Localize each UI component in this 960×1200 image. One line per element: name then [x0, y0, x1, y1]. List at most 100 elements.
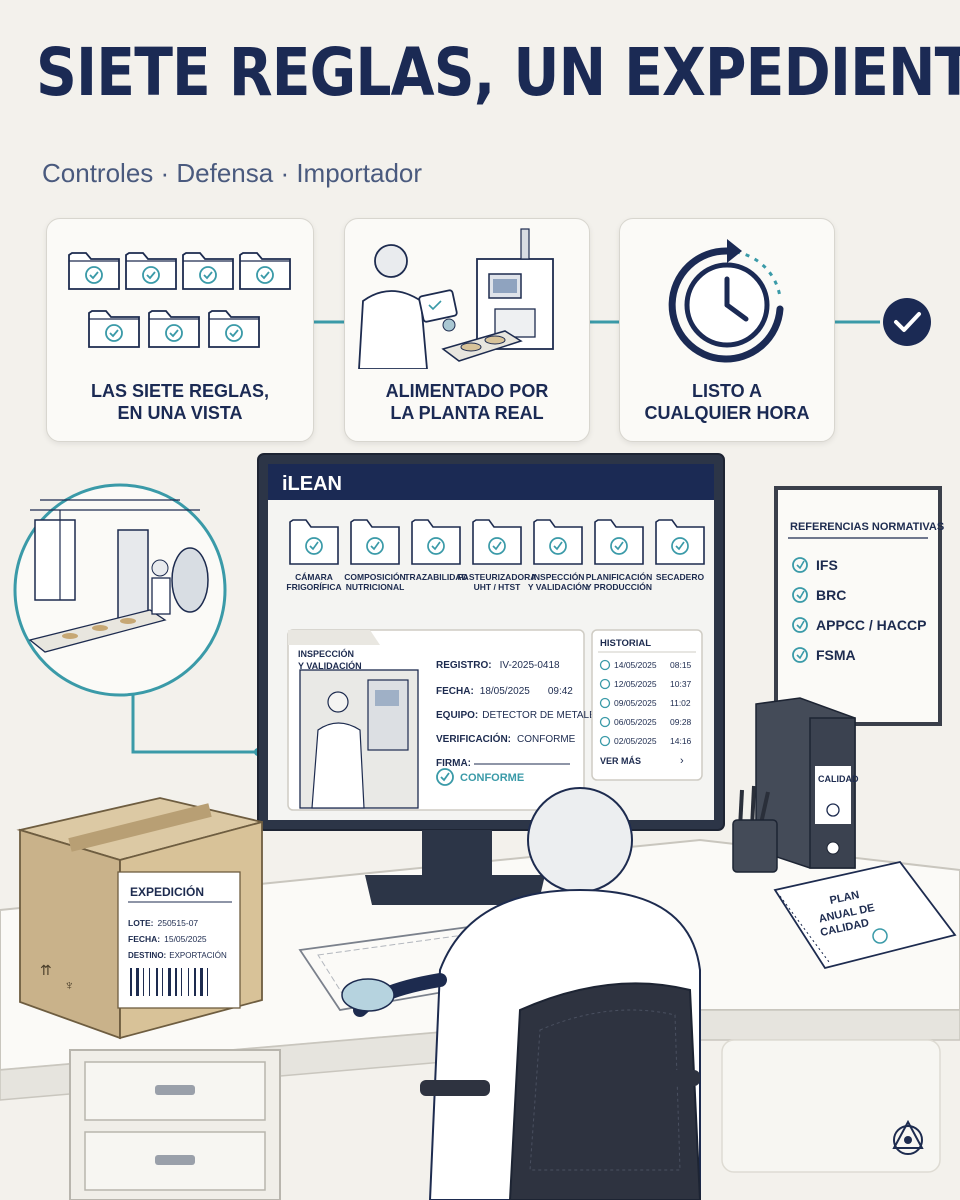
referencia-label: APPCC / HACCP: [816, 617, 926, 633]
folder-label-2: FRIGORÍFICA: [286, 582, 341, 592]
referencia-item: BRC: [792, 587, 846, 603]
final-check-icon: [883, 298, 931, 346]
check-icon: [599, 735, 611, 747]
check-icon: [599, 697, 611, 709]
record-tab-label: INSPECCIÓN: [298, 648, 354, 659]
check-icon: [792, 617, 808, 633]
referencias-board: REFERENCIAS NORMATIVAS IFS BRC APPCC / HAC…: [774, 486, 944, 726]
registro-value: IV-2025-0418: [500, 660, 560, 671]
box-fecha-label: FECHA:: [128, 934, 160, 944]
box-fecha-value: 15/05/2025: [164, 934, 207, 944]
check-icon: [488, 537, 506, 555]
check-icon: [599, 678, 611, 690]
referencias-title: REFERENCIAS NORMATIVAS: [790, 521, 944, 533]
check-icon: [792, 587, 808, 603]
brand-logo-icon: [892, 1119, 924, 1155]
check-icon: [427, 537, 445, 555]
historial-time: 09:28: [670, 717, 692, 727]
folders-grid-icon: [68, 252, 291, 348]
card-connectors: [313, 298, 931, 346]
lote-value: 250515-07: [158, 918, 199, 928]
check-icon: [599, 659, 611, 671]
destino-value: EXPORTACIÓN: [169, 951, 227, 960]
ver-mas-link[interactable]: VER MÁS: [600, 756, 641, 766]
check-icon: [792, 557, 808, 573]
folder-label: COMPOSICIÓN: [344, 571, 405, 582]
empty-card: [721, 1039, 941, 1173]
card-any-time: LISTO A CUALQUIER HORA: [619, 218, 835, 442]
office-chair: [420, 982, 702, 1200]
card-label: LAS SIETE REGLAS, EN UNA VISTA: [90, 381, 270, 424]
equipo-label: EQUIPO:: [436, 710, 478, 721]
binder: CALIDAD: [755, 697, 859, 869]
historial-time: 11:02: [670, 698, 691, 708]
barcode-icon: [130, 968, 208, 996]
chevron-right-icon[interactable]: ›: [680, 755, 684, 767]
page-title: SIETE REGLAS, UN EXPEDIENTE: [36, 34, 960, 111]
historial-date: 02/05/2025: [614, 736, 657, 746]
check-icon: [599, 716, 611, 728]
folder-label-2: Y VALIDACIÓN: [528, 581, 588, 592]
monitor-folder[interactable]: TRAZABILIDAD: [404, 519, 468, 582]
referencia-item: APPCC / HACCP: [792, 617, 926, 633]
card-label: ALIMENTADO POR LA PLANTA REAL: [385, 381, 549, 424]
referencia-label: BRC: [816, 587, 846, 603]
svg-text:DESTINO:EXPORTACIÓN: DESTINO:EXPORTACIÓN: [128, 951, 227, 960]
workspace-illustration: iLEAN CÁMARAFRIGORÍFICACOMPOSICIÓNNUTRIC…: [0, 453, 960, 1200]
lote-label: LOTE:: [128, 918, 154, 928]
referencia-item: IFS: [792, 557, 838, 573]
pen-cup: [732, 785, 778, 873]
operator-machine-illustration: [358, 228, 554, 369]
folder-label-2: UHT / HTST: [474, 582, 522, 592]
folder-label: INSPECCIÓN: [532, 571, 585, 582]
referencia-label: FSMA: [816, 647, 856, 663]
historial-title: HISTORIAL: [600, 638, 651, 649]
historial-date: 06/05/2025: [614, 717, 657, 727]
check-icon: [305, 537, 323, 555]
historial-time: 10:37: [670, 679, 692, 689]
record-tab-label-2: Y VALIDACIÓN: [298, 660, 362, 671]
folder-label: TRAZABILIDAD: [404, 572, 467, 582]
svg-text:FECHA:15/05/2025: FECHA: 15/05/2025: [128, 934, 207, 944]
referencia-label: IFS: [816, 557, 838, 573]
status-badge: CONFORME: [460, 772, 524, 784]
svg-text:VERIFICACIÓN:CONFORME: VERIFICACIÓN:CONFORME: [436, 732, 576, 745]
record-photo: [299, 669, 419, 809]
folder-label: PASTEURIZADORA: [458, 572, 537, 582]
check-icon: [366, 537, 384, 555]
historial-date: 12/05/2025: [614, 679, 657, 689]
fecha-label: FECHA:: [436, 686, 474, 697]
card-seven-rules: LAS SIETE REGLAS, EN UNA VISTA: [46, 218, 314, 442]
svg-text:REGISTRO:IV-2025-0418: REGISTRO: IV-2025-0418: [436, 660, 560, 671]
app-name: iLEAN: [282, 473, 342, 495]
folder-label-2: NUTRICIONAL: [346, 582, 405, 592]
check-icon: [671, 537, 689, 555]
equipo-value: DETECTOR DE METALES: [482, 710, 603, 721]
fecha-time: 09:42: [548, 686, 573, 697]
check-icon: [792, 647, 808, 663]
monitor-folder[interactable]: SECADERO: [655, 519, 705, 582]
this-side-up-icon: ⇈: [40, 962, 52, 978]
historial-row[interactable]: 12/05/2025 10:37: [599, 678, 692, 690]
historial-row[interactable]: 06/05/2025 09:28: [599, 716, 692, 728]
quality-plan-notebook: PLAN ANUAL DE CALIDAD: [773, 860, 957, 970]
card-label: LISTO A CUALQUIER HORA: [644, 381, 810, 424]
record-panel: INSPECCIÓN Y VALIDACIÓN REGISTRO: IV-2025…: [287, 629, 603, 811]
card-real-plant: ALIMENTADO POR LA PLANTA REAL: [344, 218, 590, 442]
conforme-check-icon: [436, 768, 454, 786]
registro-label: REGISTRO:: [436, 660, 492, 671]
svg-text:LOTE:250515-07: LOTE: 250515-07: [128, 918, 198, 928]
verificacion-value: CONFORME: [517, 734, 576, 745]
folder-label-2: Y PRODUCCIÓN: [586, 581, 652, 592]
destino-label: DESTINO:: [128, 951, 166, 960]
